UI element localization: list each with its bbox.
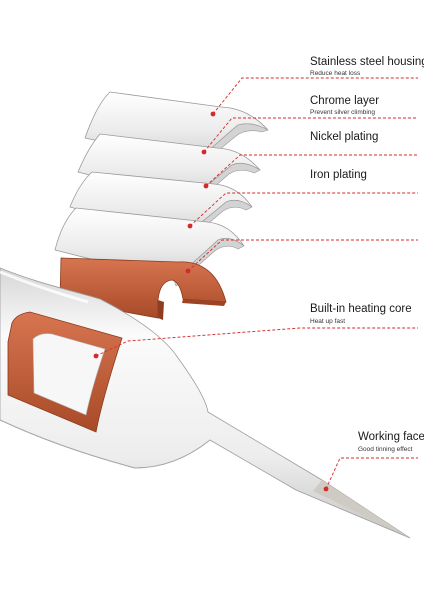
- label-working-face: Working face: [358, 431, 424, 443]
- label-built-in-heating-core: Built-in heating core: [310, 303, 412, 315]
- sublabel-built-in-heating-core: Heat up fast: [310, 318, 346, 325]
- sublabel-stainless-steel-housing: Reduce heat loss: [310, 70, 361, 77]
- cutaway-heating-core: [7, 311, 123, 433]
- label-iron-plating: Iron plating: [310, 169, 367, 181]
- label-chrome-layer: Chrome layer: [310, 95, 380, 107]
- leader-dots: [93, 111, 329, 492]
- soldering-iron: [0, 267, 411, 539]
- sublabel-working-face: Good tinning effect: [358, 446, 413, 453]
- layer-chrome: [77, 133, 261, 208]
- leader-lines: [95, 77, 418, 490]
- sublabel-chrome-layer: Prevent silver climbing: [310, 109, 376, 116]
- label-nickel-plating: Nickel plating: [310, 131, 379, 143]
- label-stainless-steel-housing: Stainless steel housing: [310, 56, 424, 68]
